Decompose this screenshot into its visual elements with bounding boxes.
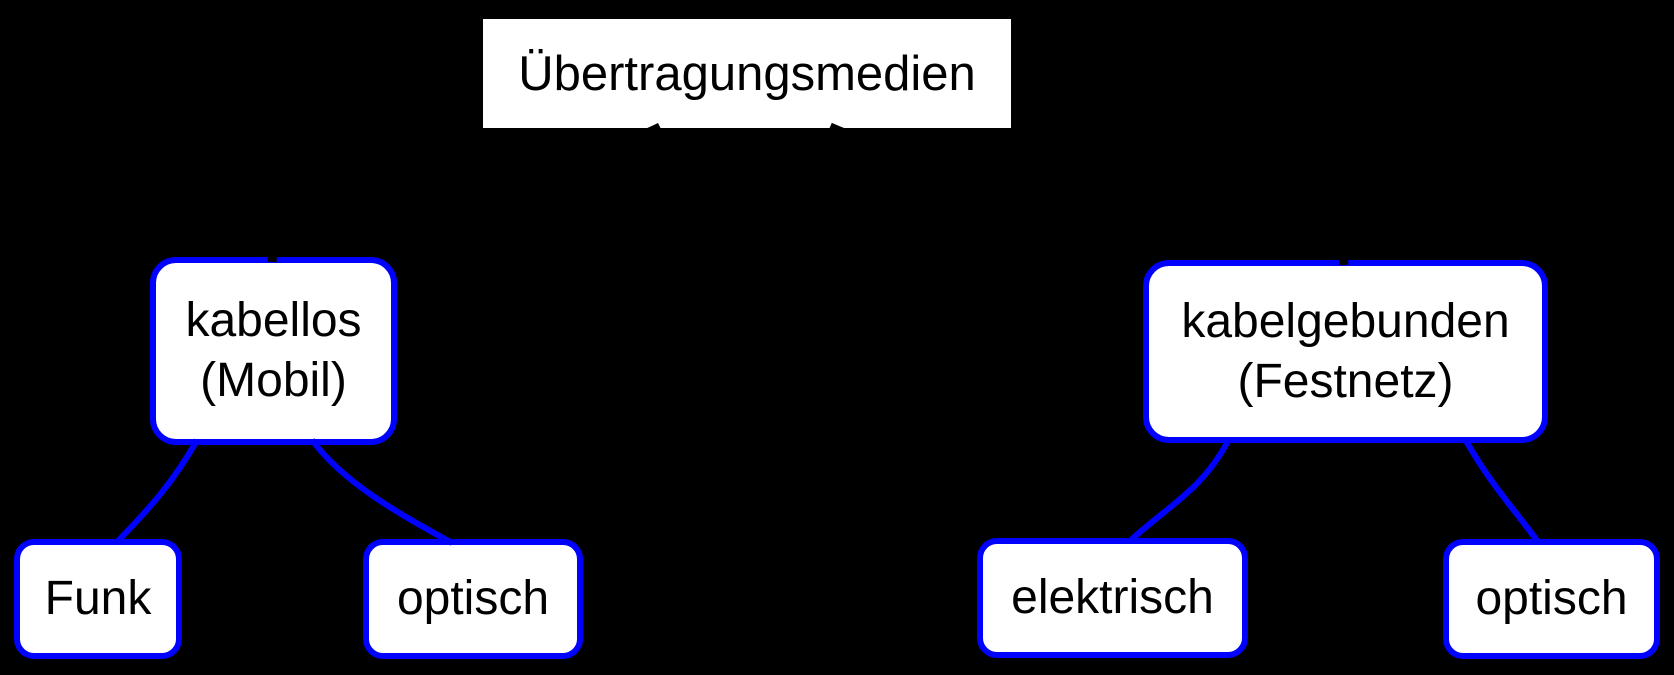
node-label: optisch bbox=[396, 572, 550, 625]
edge-kabellos-optisch bbox=[309, 438, 454, 546]
node-uebertragungsmedien[interactable]: Übertragungsmedien bbox=[483, 19, 1011, 128]
node-label-line2: (Mobil) bbox=[200, 354, 347, 407]
node-optisch-rechts[interactable]: optisch bbox=[1443, 539, 1660, 659]
node-kabellos-mobil[interactable]: kabellos (Mobil) bbox=[150, 257, 397, 445]
node-optisch-links[interactable]: optisch bbox=[363, 539, 583, 659]
node-elektrisch[interactable]: elektrisch bbox=[977, 538, 1248, 658]
edge-kabelgebunden-elektrisch bbox=[1128, 439, 1231, 543]
node-label: Übertragungsmedien bbox=[518, 46, 976, 101]
node-kabelgebunden-festnetz[interactable]: kabelgebunden (Festnetz) bbox=[1143, 260, 1548, 443]
edge-root-kabellos bbox=[267, 122, 662, 263]
edge-kabelgebunden-optisch bbox=[1463, 439, 1541, 544]
node-label: Funk bbox=[44, 572, 152, 625]
node-label: optisch bbox=[1475, 572, 1628, 625]
node-label: elektrisch bbox=[1011, 571, 1214, 624]
edge-root-kabelgebunden bbox=[828, 122, 1349, 266]
node-label-line2: (Festnetz) bbox=[1237, 354, 1454, 408]
node-label-line1: kabellos bbox=[185, 294, 362, 347]
edge-kabellos-funk bbox=[113, 438, 200, 546]
node-label-line1: kabelgebunden bbox=[1181, 294, 1510, 348]
node-funk[interactable]: Funk bbox=[14, 539, 182, 659]
